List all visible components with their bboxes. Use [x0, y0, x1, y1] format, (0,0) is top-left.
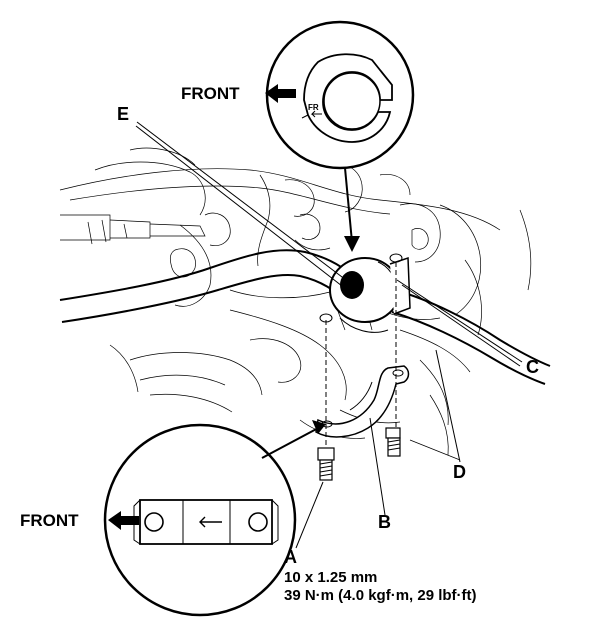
torque-spec: 39 N·m (4.0 kgf·m, 29 lbf·ft) — [284, 587, 477, 604]
subframe-linework — [59, 147, 532, 461]
callout-a: A — [284, 547, 297, 567]
bolt-size-spec: 10 x 1.25 mm — [284, 569, 377, 586]
bottom-detail-view — [103, 423, 297, 617]
callout-d: D — [453, 462, 466, 482]
front-arrow-bottom-icon — [108, 511, 139, 530]
top-detail-view — [265, 20, 415, 170]
stabilizer-bushing — [329, 256, 411, 333]
front-label-bottom: FRONT — [20, 511, 79, 530]
bushing-holder — [315, 365, 410, 438]
callout-c: C — [526, 357, 539, 377]
alignment-lines — [319, 253, 403, 448]
mounting-bolt-a — [317, 447, 335, 481]
front-arrow-top-icon — [265, 84, 296, 103]
bottom-detail-pointer — [261, 420, 326, 459]
callout-e: E — [117, 104, 129, 124]
front-label-top: FRONT — [181, 84, 240, 103]
callout-b: B — [378, 512, 391, 532]
holder-arrow-icon — [199, 516, 222, 528]
mounting-bolt-b — [385, 427, 401, 457]
callout-leaders — [135, 121, 523, 549]
stabilizer-bar — [59, 249, 551, 385]
fr-mark-text: FR — [308, 103, 319, 112]
fr-arrow-icon — [310, 110, 322, 118]
top-detail-pointer — [344, 167, 360, 252]
